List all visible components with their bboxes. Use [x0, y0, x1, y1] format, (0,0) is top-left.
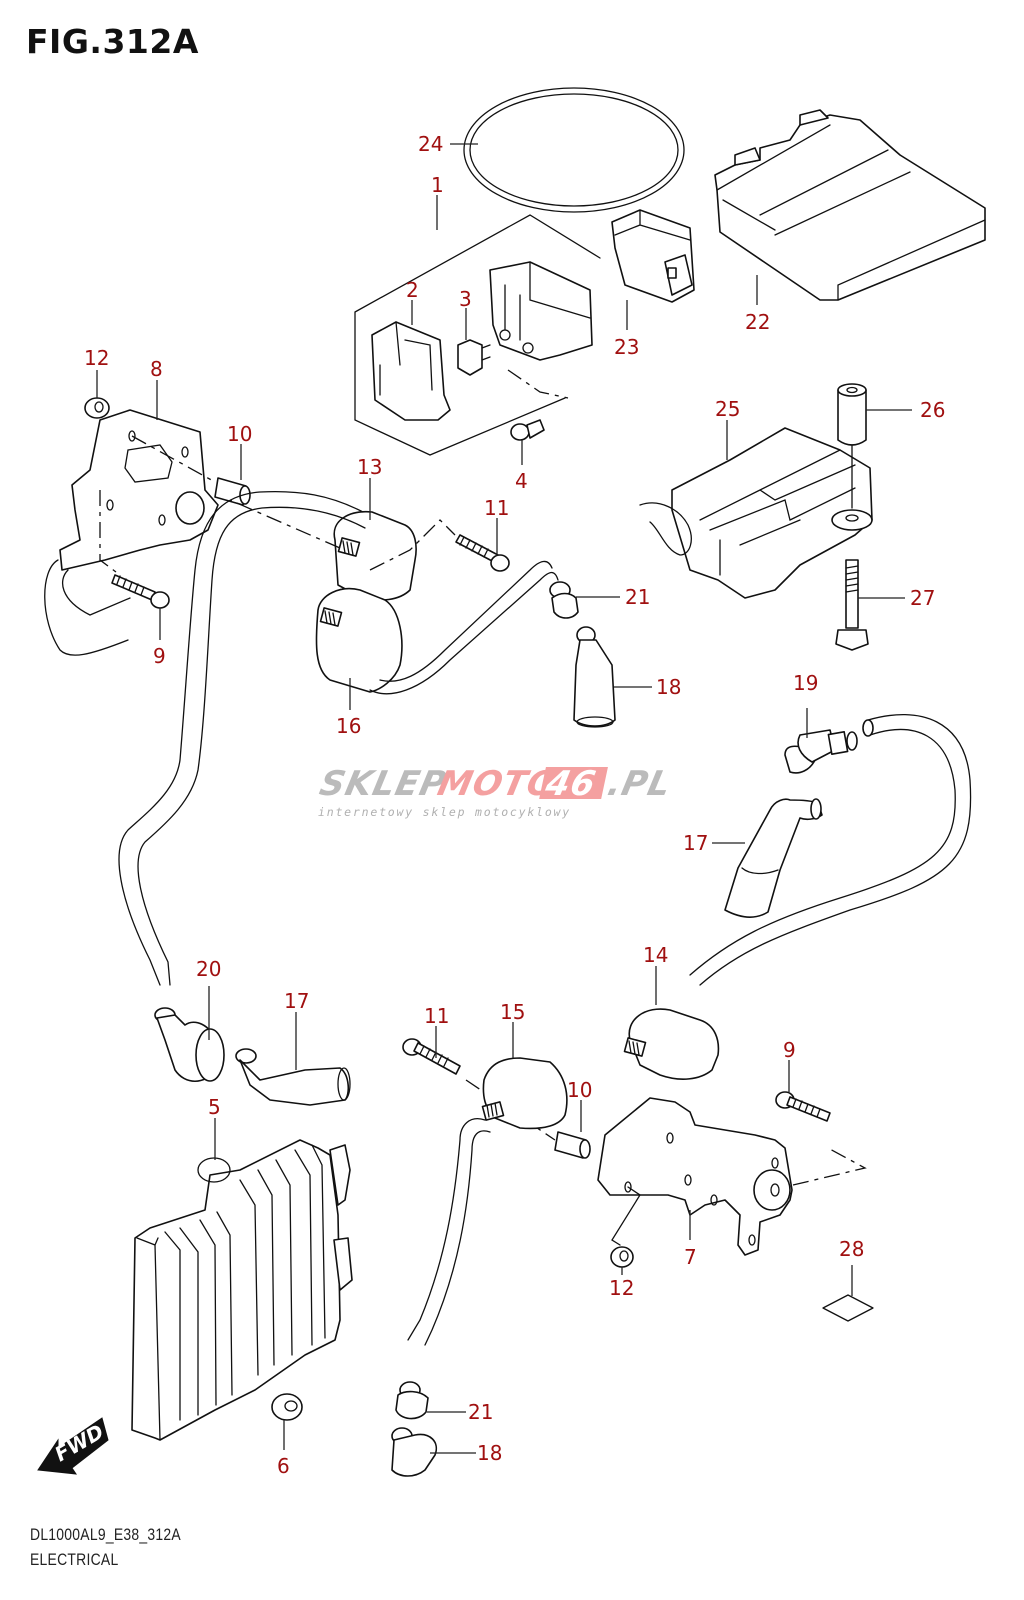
part-26-cushion[interactable] [837, 383, 867, 509]
part-3-fuse[interactable] [457, 339, 491, 376]
part-10-spacer-lower[interactable] [554, 1131, 591, 1159]
callout-20[interactable]: 20 [196, 957, 221, 981]
part-20-plug-cap-elbow[interactable] [154, 1007, 225, 1083]
part-11-bolt-lower[interactable] [402, 1038, 461, 1075]
part-18-plug-cap-lower[interactable] [391, 1427, 437, 1477]
callout-23[interactable]: 23 [614, 335, 639, 359]
callout-19[interactable]: 19 [793, 671, 818, 695]
callout-11-upper[interactable]: 11 [484, 496, 509, 520]
callout-21-upper[interactable]: 21 [625, 585, 650, 609]
figure-title: FIG.312A [26, 22, 199, 61]
figure-code: DL1000AL9_E38_312A [30, 1525, 181, 1544]
callout-9-upper[interactable]: 9 [153, 644, 166, 668]
part-21-seal-upper[interactable] [549, 581, 579, 619]
callout-24[interactable]: 24 [418, 132, 443, 156]
watermark: SKLEP MOTO 46 .PL [316, 764, 675, 804]
part-17-plug-cap-left[interactable] [235, 1048, 351, 1106]
callout-2[interactable]: 2 [406, 278, 419, 302]
part-24-band[interactable] [463, 87, 685, 213]
watermark-pl: .PL [604, 764, 675, 804]
callout-26[interactable]: 26 [920, 398, 945, 422]
part-16-ignition-coil[interactable] [315, 560, 559, 695]
callout-14[interactable]: 14 [643, 943, 668, 967]
callout-12-upper[interactable]: 12 [84, 346, 109, 370]
leader-lines [96, 143, 912, 1454]
part-19-plug-cap-elbow[interactable] [784, 729, 858, 774]
part-1-fuse-box-frame [354, 214, 601, 456]
part-23-relay[interactable] [611, 209, 695, 303]
plug-lead-right-end [862, 719, 874, 737]
part-21-seal-lower[interactable] [395, 1381, 429, 1420]
callout-4[interactable]: 4 [515, 469, 528, 493]
callout-22[interactable]: 22 [745, 310, 770, 334]
callout-10-upper[interactable]: 10 [227, 422, 252, 446]
plug-lead-lower-outer [407, 1118, 486, 1341]
section-name: ELECTRICAL [30, 1550, 119, 1569]
part-12-nut-upper[interactable] [84, 397, 110, 419]
part-22-ecm[interactable] [714, 109, 986, 301]
callout-21-lower[interactable]: 21 [468, 1400, 493, 1424]
part-12-nut-lower[interactable] [610, 1246, 634, 1268]
callout-6[interactable]: 6 [277, 1454, 290, 1478]
guide-line-fuse-box [507, 369, 569, 399]
part-14-ignition-coil[interactable] [623, 1008, 720, 1080]
plug-lead-left-inner [137, 506, 366, 986]
part-4-screw[interactable] [510, 419, 545, 441]
callout-16[interactable]: 16 [336, 714, 361, 738]
guide-line-coil-13 [229, 499, 341, 549]
callout-15[interactable]: 15 [500, 1000, 525, 1024]
part-11-bolt-upper[interactable] [455, 534, 510, 572]
part-9-bolt-upper[interactable] [111, 574, 170, 609]
part-13-ignition-coil[interactable] [333, 510, 417, 601]
callout-25[interactable]: 25 [715, 397, 740, 421]
callout-8[interactable]: 8 [150, 357, 163, 381]
callout-11-lower[interactable]: 11 [424, 1004, 449, 1028]
part-2-fuse-box-cover[interactable] [371, 321, 451, 421]
guide-line-bolt-11 [369, 519, 456, 571]
plug-lead-right-outer [699, 713, 972, 986]
callout-28[interactable]: 28 [839, 1237, 864, 1261]
callout-labels: 1 2 3 4 5 6 7 8 9 9 10 10 11 11 12 12 13… [84, 132, 945, 1478]
part-15-ignition-coil[interactable] [481, 1057, 568, 1130]
callout-7[interactable]: 7 [684, 1245, 697, 1269]
callout-10-lower[interactable]: 10 [567, 1078, 592, 1102]
part-6-nut[interactable] [271, 1393, 303, 1421]
part-7-bracket[interactable] [597, 1097, 867, 1256]
callout-5[interactable]: 5 [208, 1095, 221, 1119]
part-28-pad[interactable] [822, 1294, 874, 1322]
part-9-bolt-lower[interactable] [775, 1091, 831, 1122]
watermark-46-box [539, 767, 608, 799]
watermark-46: 46 [541, 764, 600, 804]
part-8-bracket[interactable] [44, 409, 219, 656]
part-18-plug-cap-upper[interactable] [573, 626, 616, 728]
plug-lead-right-inner [689, 728, 956, 976]
callout-27[interactable]: 27 [910, 586, 935, 610]
callout-3[interactable]: 3 [459, 287, 472, 311]
part-10-spacer-upper[interactable] [214, 477, 251, 506]
plug-lead-left-outer [118, 490, 364, 986]
guide-line-bolt-11-lower [465, 1079, 556, 1141]
part-25-ignition-unit[interactable] [639, 427, 873, 599]
callout-17-left[interactable]: 17 [284, 989, 309, 1013]
part-5-regulator-rectifier[interactable] [131, 1139, 353, 1441]
callout-9-lower[interactable]: 9 [783, 1038, 796, 1062]
callout-18-lower[interactable]: 18 [477, 1441, 502, 1465]
callout-18-upper[interactable]: 18 [656, 675, 681, 699]
callout-13[interactable]: 13 [357, 455, 382, 479]
callout-12-lower[interactable]: 12 [609, 1276, 634, 1300]
part-27-bolt[interactable] [835, 559, 869, 651]
part-17-plug-cap-right[interactable] [724, 798, 823, 918]
callout-17-right[interactable]: 17 [683, 831, 708, 855]
fwd-direction-arrow: FWD [37, 1417, 109, 1475]
plug-lead-lower-inner [424, 1130, 491, 1346]
watermark-tagline: internetowy sklep motocyklowy [318, 805, 571, 819]
part-fuse-box-relay-holder [489, 261, 593, 361]
watermark-sklep: SKLEP [316, 764, 450, 804]
callout-1[interactable]: 1 [431, 173, 444, 197]
